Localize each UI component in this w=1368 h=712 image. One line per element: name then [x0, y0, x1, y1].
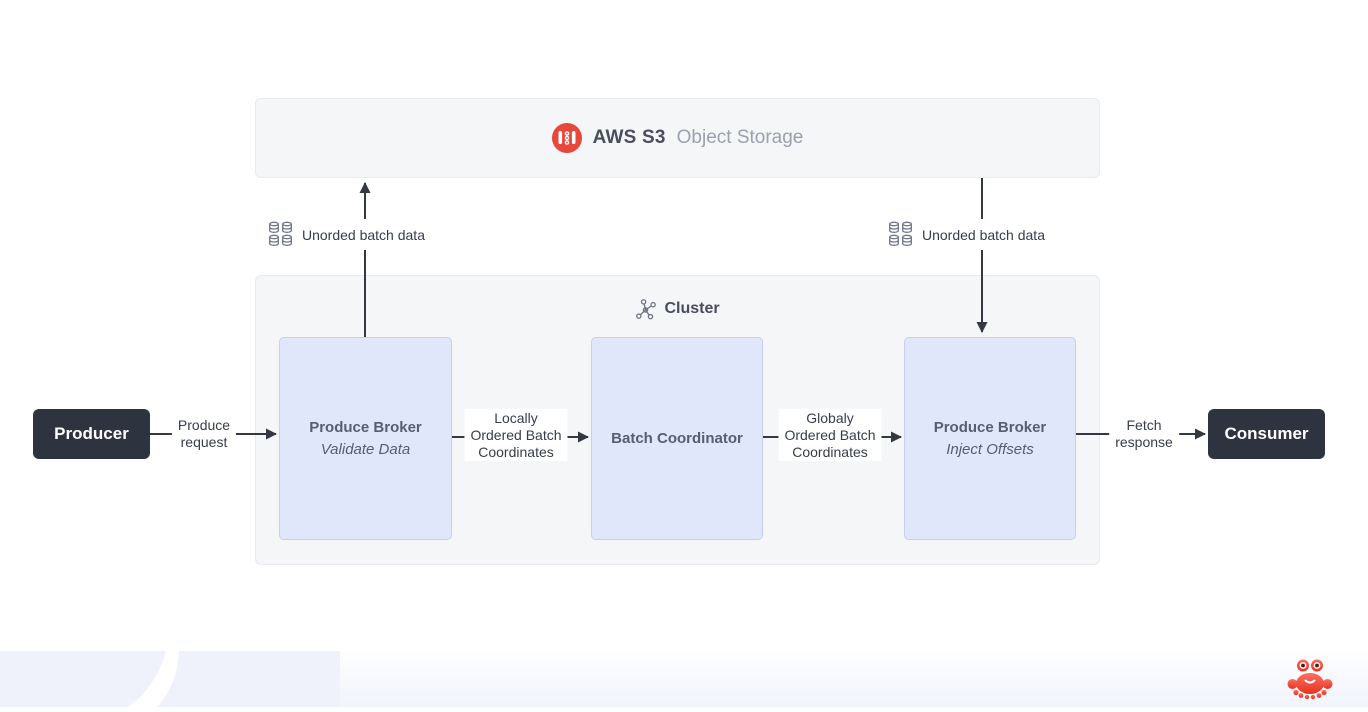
edge-label-fetch-response: Fetch response [1109, 416, 1179, 452]
s3-brand-label: AWS S3 [592, 127, 666, 148]
node-subtitle: Validate Data [320, 441, 411, 458]
network-hub-icon [636, 299, 657, 320]
node-batch-coordinator: Batch Coordinator [591, 337, 763, 540]
database-grid-icon [889, 221, 912, 246]
node-title: Produce Broker [309, 419, 422, 436]
edge-label-locally-ordered: Locally Ordered Batch Coordinates [464, 408, 568, 462]
label-unordered-batch-data-left: Unorded batch data [268, 219, 432, 250]
node-produce-broker-inject: Produce Broker Inject Offsets [904, 337, 1076, 540]
node-subtitle: Inject Offsets [946, 441, 1034, 458]
cluster-header: Cluster [256, 298, 1099, 320]
node-title: Produce Broker [933, 419, 1047, 436]
s3-title-label: Object Storage [676, 127, 804, 148]
s3-storage-panel: AWS S3 Object Storage [255, 98, 1100, 178]
node-produce-broker-validate: Produce Broker Validate Data [279, 337, 452, 540]
edge-label-globally-ordered: Globaly Ordered Batch Coordinates [778, 408, 882, 462]
footer-band-graphic [0, 651, 1368, 707]
edge-label-produce-request: Produce request [171, 416, 237, 452]
unordered-batch-data-text: Unorded batch data [302, 226, 425, 243]
s3-bucket-icon [551, 123, 582, 153]
producer-label: Producer [54, 424, 129, 443]
footer-band [0, 651, 1368, 707]
node-title: Batch Coordinator [611, 430, 743, 447]
database-grid-icon [269, 221, 292, 246]
node-producer: Producer [33, 409, 150, 459]
node-consumer: Consumer [1208, 409, 1325, 459]
crab-logo-icon [1287, 659, 1333, 700]
label-unordered-batch-data-right: Unorded batch data [888, 219, 1052, 250]
consumer-label: Consumer [1224, 424, 1309, 443]
cluster-label: Cluster [664, 300, 720, 317]
unordered-batch-data-text: Unorded batch data [922, 226, 1045, 243]
